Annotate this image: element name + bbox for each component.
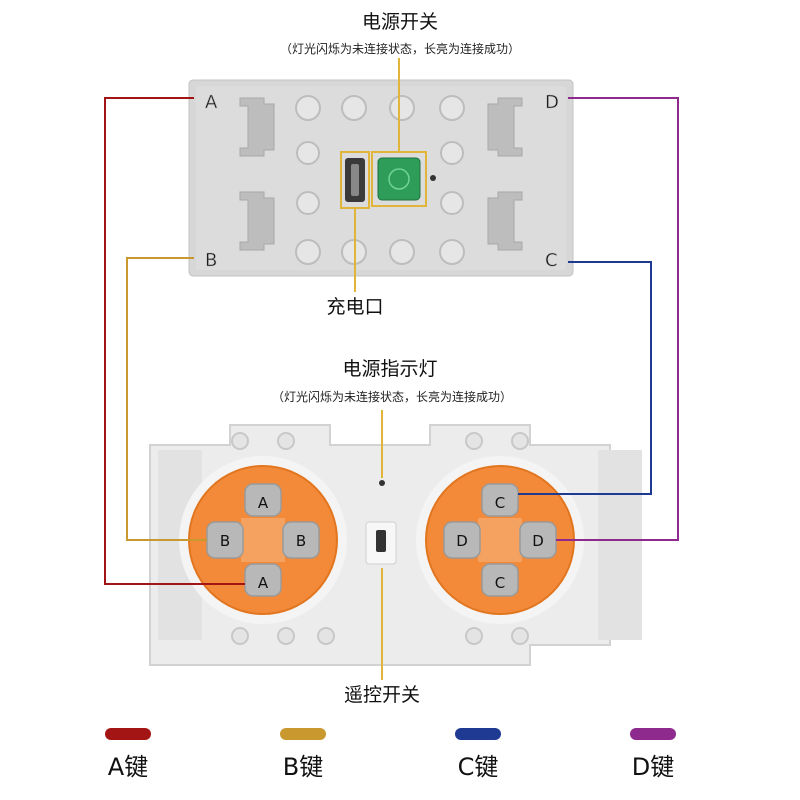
label-power-switch: 电源开关 (362, 11, 438, 33)
socket-b (239, 191, 275, 251)
socket-c (487, 191, 523, 251)
receiver-sockets (239, 97, 523, 251)
label-power-indicator-note: （灯光闪烁为未连接状态，长亮为连接成功） (272, 389, 512, 404)
stud (389, 95, 415, 121)
power-button-green[interactable] (377, 157, 421, 201)
left-pad-bottom-button[interactable] (244, 563, 282, 597)
legend-label-d: D键 (632, 753, 674, 781)
stud (296, 141, 320, 165)
stud (440, 191, 464, 215)
line-a (104, 97, 245, 585)
socket-d (487, 97, 523, 157)
stud (295, 239, 321, 265)
switch-knob[interactable] (376, 530, 386, 552)
line-b (126, 257, 207, 541)
legend-label-c: C键 (458, 753, 499, 781)
stud (296, 191, 320, 215)
stud (440, 141, 464, 165)
charge-port (340, 151, 370, 209)
legend-label-b: B键 (283, 753, 323, 781)
right-pad-top-label: C (495, 494, 505, 512)
label-charge-port: 充电口 (326, 296, 383, 318)
remote-studs (231, 432, 529, 645)
right-pad-left-button[interactable] (443, 521, 481, 559)
stud (341, 95, 367, 121)
stud (295, 95, 321, 121)
label-remote-switch: 遥控开关 (344, 684, 420, 706)
right-pad-bottom-button[interactable] (481, 563, 519, 597)
legend: A键 B键 C键 D键 (105, 728, 676, 781)
stud (439, 239, 465, 265)
receiver-corner-a: A (205, 92, 218, 113)
right-pad-bottom-label: C (495, 574, 505, 592)
receiver-corner-b: B (205, 250, 217, 271)
socket-a (239, 97, 275, 157)
right-direction-pad: C C D D (416, 456, 584, 624)
left-pad-bottom-label: A (258, 574, 269, 592)
receiver-led-dot (430, 175, 436, 181)
line-c (518, 261, 652, 495)
connector-lines (104, 97, 679, 585)
receiver-module: A B D C (188, 79, 574, 277)
remote-control: A A B B C C D D (149, 424, 642, 666)
left-pad-right-label: B (296, 532, 306, 550)
stud (439, 95, 465, 121)
line-d (556, 97, 679, 541)
receiver-corner-d: D (545, 92, 559, 113)
remote-power-indicator (379, 480, 385, 486)
left-pad-left-label: B (220, 532, 230, 550)
power-icon (388, 168, 410, 190)
left-pad-top-button[interactable] (244, 483, 282, 517)
left-pad-right-button[interactable] (282, 521, 320, 559)
label-power-indicator: 电源指示灯 (342, 358, 437, 380)
right-pad-top-button[interactable] (481, 483, 519, 517)
stud (389, 239, 415, 265)
legend-label-a: A键 (108, 753, 148, 781)
left-pad-top-label: A (258, 494, 269, 512)
legend-swatch-b (280, 728, 326, 740)
power-button[interactable] (371, 151, 427, 207)
receiver-studs (295, 95, 465, 265)
right-pad-left-label: D (456, 532, 468, 550)
remote-right-edge (598, 450, 642, 640)
pointer-lines (354, 58, 400, 680)
right-pad-right-label: D (532, 532, 544, 550)
legend-swatch-a (105, 728, 151, 740)
legend-swatch-c (455, 728, 501, 740)
remote-slide-switch[interactable] (365, 521, 397, 565)
receiver-corner-c: C (545, 250, 558, 271)
legend-swatch-d (630, 728, 676, 740)
label-power-switch-note: （灯光闪烁为未连接状态，长亮为连接成功） (280, 41, 520, 56)
left-direction-pad: A A B B (179, 456, 347, 624)
